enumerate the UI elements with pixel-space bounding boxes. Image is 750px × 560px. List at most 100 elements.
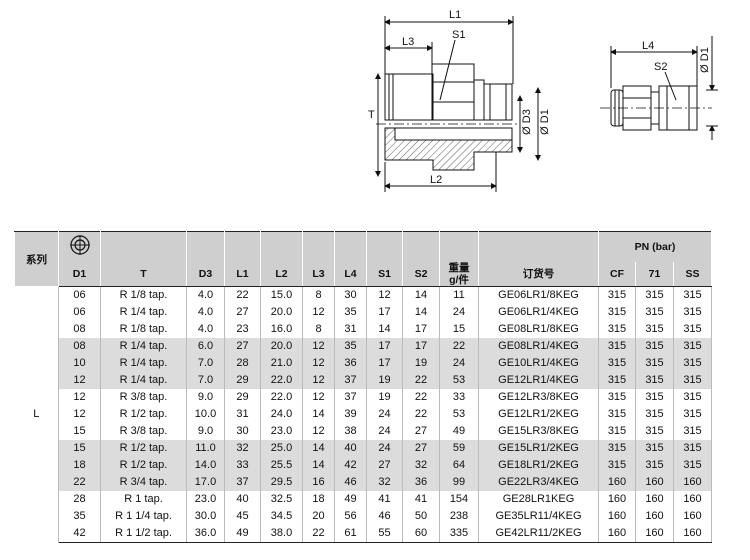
table-cell: 160 bbox=[635, 507, 674, 525]
table-cell: 315 bbox=[673, 405, 712, 423]
table-cell: 21.0 bbox=[260, 354, 303, 372]
table-cell: R 1/2 tap. bbox=[100, 405, 187, 423]
table-cell: 315 bbox=[673, 354, 712, 372]
table-cell: 335 bbox=[439, 524, 479, 543]
table-cell: 12 bbox=[366, 286, 403, 304]
spec-table: 系列 PN (bar) D1 T D3 L1 L2 L3 L4 S1 S2 bbox=[14, 231, 712, 543]
table-cell: 61 bbox=[334, 524, 367, 543]
table-cell: 24 bbox=[439, 354, 479, 372]
table-cell: GE42LR11/2KEG bbox=[478, 524, 599, 543]
table-cell: R 1/4 tap. bbox=[100, 337, 187, 355]
label-s2: S2 bbox=[654, 61, 667, 73]
table-cell: GE28LR1KEG bbox=[478, 490, 599, 508]
table-cell: 8 bbox=[302, 320, 335, 338]
table-cell: 315 bbox=[673, 371, 712, 389]
table-cell: 27 bbox=[402, 439, 440, 457]
table-cell: 315 bbox=[598, 439, 636, 457]
table-cell: 7.0 bbox=[186, 354, 225, 372]
table-cell: 9.0 bbox=[186, 388, 225, 406]
table-cell: 17.0 bbox=[186, 473, 225, 491]
table-cell: 17 bbox=[402, 320, 440, 338]
table-cell: 10.0 bbox=[186, 405, 225, 423]
table-cell: 24 bbox=[366, 422, 403, 440]
table-cell: 315 bbox=[673, 320, 712, 338]
table-cell: 17 bbox=[366, 354, 403, 372]
table-cell: 315 bbox=[635, 422, 674, 440]
table-cell: 25.5 bbox=[260, 456, 303, 474]
table-cell: 315 bbox=[598, 422, 636, 440]
table-cell: GE06LR1/8KEG bbox=[478, 286, 599, 304]
table-cell: 12 bbox=[302, 388, 335, 406]
header-l2: L2 bbox=[260, 261, 303, 287]
table-cell: 10 bbox=[58, 354, 101, 372]
table-cell: 315 bbox=[635, 354, 674, 372]
label-d1-right: Ø D1 bbox=[699, 47, 711, 73]
table-cell: GE12LR1/2KEG bbox=[478, 405, 599, 423]
table-cell: 30 bbox=[334, 286, 367, 304]
label-l2: L2 bbox=[430, 174, 442, 186]
table-cell: 315 bbox=[635, 439, 674, 457]
table-cell: 315 bbox=[598, 354, 636, 372]
label-l4: L4 bbox=[642, 40, 654, 52]
header-d3: D3 bbox=[186, 261, 225, 287]
table-cell: 15 bbox=[58, 439, 101, 457]
table-cell: 12 bbox=[302, 354, 335, 372]
table-cell: 22.0 bbox=[260, 388, 303, 406]
table-cell: 24 bbox=[366, 405, 403, 423]
table-cell: 14 bbox=[302, 405, 335, 423]
table-cell: 160 bbox=[598, 524, 636, 543]
table-cell: GE18LR1/2KEG bbox=[478, 456, 599, 474]
table-cell: 24 bbox=[439, 303, 479, 321]
header-d1-symbol bbox=[58, 231, 101, 262]
table-cell: 8 bbox=[302, 286, 335, 304]
table-cell: R 1/4 tap. bbox=[100, 371, 187, 389]
label-d3: Ø D3 bbox=[521, 109, 533, 135]
table-cell: 154 bbox=[439, 490, 479, 508]
table-cell: 32.5 bbox=[260, 490, 303, 508]
table-cell: 315 bbox=[598, 405, 636, 423]
table-cell: 160 bbox=[673, 490, 712, 508]
table-cell: 16.0 bbox=[260, 320, 303, 338]
table-cell: 15 bbox=[58, 422, 101, 440]
table-cell: 29 bbox=[224, 388, 261, 406]
table-cell: R 3/8 tap. bbox=[100, 422, 187, 440]
table-cell: 315 bbox=[635, 388, 674, 406]
table-cell: GE12LR3/8KEG bbox=[478, 388, 599, 406]
table-cell: 22 bbox=[402, 405, 440, 423]
table-cell: GE08LR1/8KEG bbox=[478, 320, 599, 338]
table-cell: 23 bbox=[224, 320, 261, 338]
table-cell: 315 bbox=[635, 320, 674, 338]
table-cell: 315 bbox=[673, 439, 712, 457]
table-cell: 46 bbox=[334, 473, 367, 491]
table-cell: 60 bbox=[402, 524, 440, 543]
table-cell: GE35LR11/4KEG bbox=[478, 507, 599, 525]
table-cell: 99 bbox=[439, 473, 479, 491]
table-cell: 40 bbox=[224, 490, 261, 508]
table-cell: 315 bbox=[598, 456, 636, 474]
header-l4: L4 bbox=[334, 261, 367, 287]
table-cell: 4.0 bbox=[186, 286, 225, 304]
table-cell: 53 bbox=[439, 371, 479, 389]
table-cell: 34.5 bbox=[260, 507, 303, 525]
table-cell: 30 bbox=[224, 422, 261, 440]
table-cell: 315 bbox=[635, 405, 674, 423]
table-cell: 06 bbox=[58, 286, 101, 304]
table-cell: 53 bbox=[439, 405, 479, 423]
table-cell: 238 bbox=[439, 507, 479, 525]
label-l1: L1 bbox=[449, 9, 461, 21]
table-cell: 315 bbox=[635, 286, 674, 304]
table-cell: 315 bbox=[673, 388, 712, 406]
table-cell: 08 bbox=[58, 320, 101, 338]
table-cell: 40 bbox=[334, 439, 367, 457]
table-cell: GE10LR1/4KEG bbox=[478, 354, 599, 372]
table-cell: 19 bbox=[402, 354, 440, 372]
table-cell: 315 bbox=[598, 371, 636, 389]
table-cell: 32 bbox=[402, 456, 440, 474]
table-cell: 36 bbox=[334, 354, 367, 372]
table-cell: 7.0 bbox=[186, 371, 225, 389]
table-cell: 315 bbox=[635, 456, 674, 474]
